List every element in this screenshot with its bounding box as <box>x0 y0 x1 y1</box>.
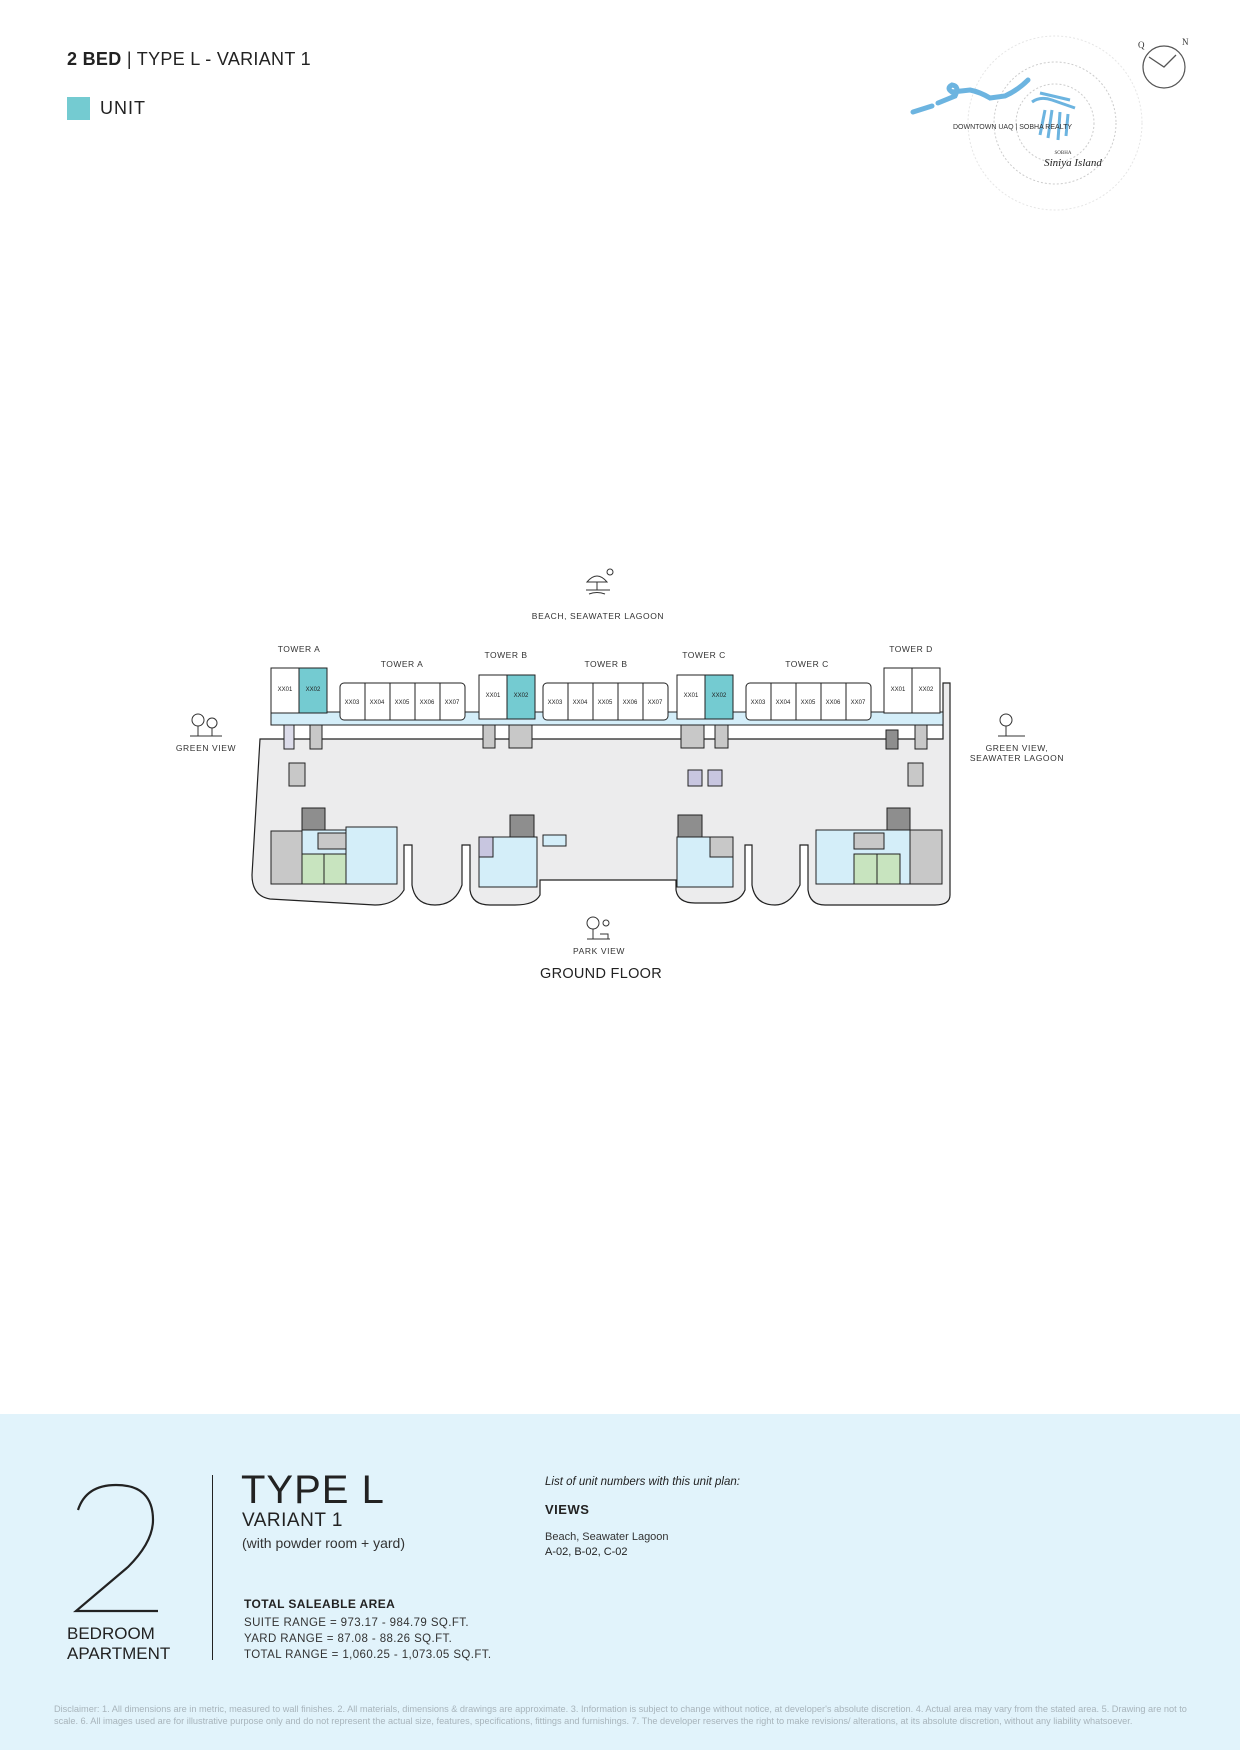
floor-title: GROUND FLOOR <box>540 966 662 982</box>
highlighted-unit-c02[interactable] <box>704 674 734 720</box>
views-title: VIEWS <box>545 1502 590 1517</box>
unit-label: XX01 <box>486 693 501 699</box>
suite-range: SUITE RANGE = 973.17 - 984.79 SQ.FT. <box>244 1617 470 1629</box>
tower-b-row-label: TOWER B <box>584 659 627 669</box>
unit-label: XX06 <box>826 700 841 706</box>
divider <box>212 1475 213 1660</box>
unit-label: XX07 <box>851 700 866 706</box>
unit-label: XX05 <box>598 700 613 706</box>
tower-a-row-label: TOWER A <box>381 659 424 669</box>
tower-c-row-label: TOWER C <box>785 659 828 669</box>
highlighted-unit-a02[interactable] <box>298 667 328 714</box>
island-icon <box>1031 91 1076 141</box>
unit-label: XX02 <box>712 693 727 699</box>
unit-label: XX04 <box>776 700 791 706</box>
green-view-tree-icon-right <box>998 713 1025 737</box>
location-label: DOWNTOWN UAQ | SOBHA REALTY <box>953 124 1072 131</box>
floor-plan: BEACH, SEAWATER LAGOON TOWER A TOWER A T… <box>176 568 1064 982</box>
view-label-right-line2: SEAWATER LAGOON <box>970 753 1064 763</box>
compass-q: Q <box>1138 40 1145 50</box>
unit-label: XX03 <box>345 700 360 706</box>
green-view-tree-icon-left <box>190 713 222 737</box>
compass-icon: Q N <box>1138 37 1189 89</box>
unit-label: XX05 <box>801 700 816 706</box>
variant-title: VARIANT 1 <box>242 1510 343 1531</box>
unit-label: XX05 <box>395 700 410 706</box>
view-label-top: BEACH, SEAWATER LAGOON <box>532 611 664 621</box>
separator: | <box>126 49 132 69</box>
highlighted-unit-b02[interactable] <box>506 674 536 720</box>
service-areas <box>270 724 943 888</box>
type-title: TYPE L <box>241 1468 385 1512</box>
park-view-tree-icon <box>586 916 610 940</box>
unit-label: XX04 <box>370 700 385 706</box>
variant-note: (with powder room + yard) <box>242 1535 406 1551</box>
unit-label: XX02 <box>919 687 934 693</box>
podium-outline <box>251 682 951 906</box>
bed-count: 2 BED <box>67 49 122 69</box>
unit-label: XX03 <box>751 700 766 706</box>
unit-label: XX06 <box>623 700 638 706</box>
type-variant: TYPE L - VARIANT 1 <box>136 49 311 69</box>
compass-n: N <box>1182 37 1189 47</box>
unit-label: XX01 <box>891 687 906 693</box>
view-label-right-line1: GREEN VIEW, <box>986 743 1049 753</box>
unit-label: XX02 <box>306 687 321 693</box>
unit-label: XX06 <box>420 700 435 706</box>
unit-label: XX01 <box>684 693 699 699</box>
tower-d-corner-label: TOWER D <box>889 644 932 654</box>
area-ranges: SUITE RANGE = 973.17 - 984.79 SQ.FT. YAR… <box>244 1615 492 1663</box>
beach-umbrella-icon <box>585 568 614 595</box>
unit-legend-label: UNIT <box>100 98 146 118</box>
view-label-left: GREEN VIEW <box>176 743 236 753</box>
tower-b-corner-label: TOWER B <box>484 650 527 660</box>
views-value: Beach, Seawater Lagoon <box>545 1531 669 1543</box>
area-title: TOTAL SALEABLE AREA <box>244 1597 396 1611</box>
view-label-bottom: PARK VIEW <box>573 946 625 956</box>
unit-label: XX07 <box>445 700 460 706</box>
unit-label: XX03 <box>548 700 563 706</box>
page-heading: 2 BED | TYPE L - VARIANT 1 <box>67 49 311 70</box>
unit-label: XX04 <box>573 700 588 706</box>
unit-label: XX07 <box>648 700 663 706</box>
tower-a-corner-label: TOWER A <box>278 644 321 654</box>
summary-panel <box>0 1414 1240 1750</box>
bedroom-count-numeral: 2 <box>72 1483 158 1613</box>
coastline-icon <box>910 77 1031 115</box>
unit-legend-swatch <box>67 97 90 120</box>
total-range: TOTAL RANGE = 1,060.25 - 1,073.05 SQ.FT. <box>244 1649 492 1661</box>
unit-label: XX02 <box>514 693 529 699</box>
brand-logo-text: SOBHA <box>1055 151 1072 156</box>
project-logo-text: Siniya Island <box>1044 157 1102 169</box>
unit-label: XX01 <box>278 687 293 693</box>
unit-list-caption: List of unit numbers with this unit plan… <box>545 1476 740 1488</box>
location-map: DOWNTOWN UAQ | SOBHA REALTY SOBHA Siniya… <box>910 35 1189 211</box>
disclaimer: Disclaimer: 1. All dimensions are in met… <box>54 1704 1187 1726</box>
bedroom-label: BEDROOM <box>67 1624 155 1643</box>
tower-c-corner-label: TOWER C <box>682 650 725 660</box>
unit-numbers: A-02, B-02, C-02 <box>545 1546 628 1558</box>
apartment-label: APARTMENT <box>67 1644 171 1663</box>
yard-range: YARD RANGE = 87.08 - 88.26 SQ.FT. <box>244 1633 453 1645</box>
